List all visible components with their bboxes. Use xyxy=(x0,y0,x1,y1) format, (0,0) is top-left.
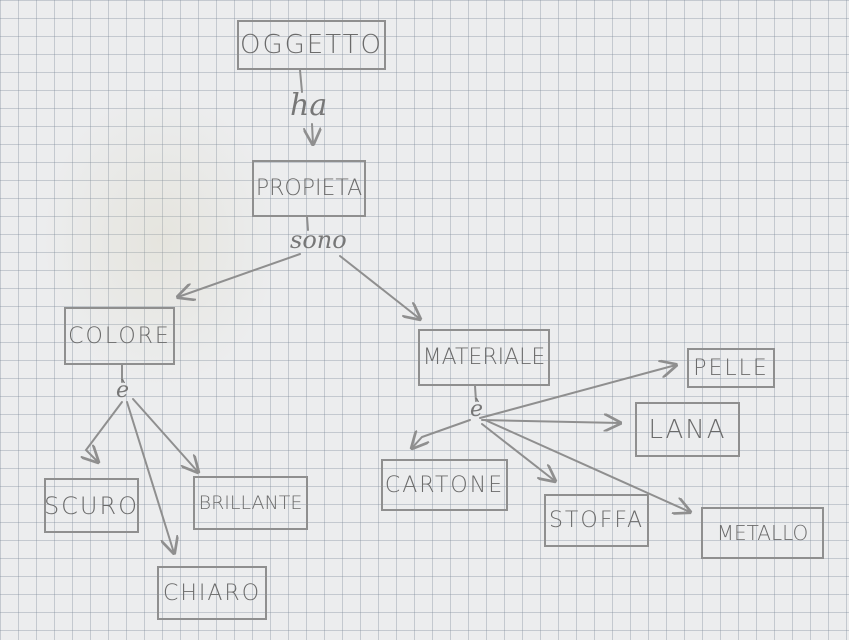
node-propieta: PROPIETA xyxy=(252,160,366,217)
node-colore: COLORE xyxy=(64,307,175,365)
link-label-e-materiale: è xyxy=(470,397,484,422)
node-stoffa: STOFFA xyxy=(544,494,649,547)
node-brillante: BRILLANTE xyxy=(193,476,308,530)
edge-propieta-sono xyxy=(306,216,309,231)
node-scuro: SCURO xyxy=(44,478,139,533)
edge-e-cartone xyxy=(412,419,471,448)
node-pelle: PELLE xyxy=(687,348,775,388)
edge-ha-propieta xyxy=(312,123,313,144)
edge-e-pelle xyxy=(479,365,676,419)
edge-e-stoffa xyxy=(481,423,555,481)
edge-sono-colore xyxy=(178,253,301,297)
node-chiaro: CHIARO xyxy=(157,566,267,620)
node-lana: LANA xyxy=(635,402,740,457)
edge-e-metallo xyxy=(484,419,690,512)
link-label-e-colore: è xyxy=(116,378,130,403)
link-label-ha: ha xyxy=(290,88,328,123)
node-materiale: MATERIALE xyxy=(418,329,550,386)
node-cartone: CARTONE xyxy=(381,459,508,511)
edge-oggetto-ha xyxy=(299,69,303,93)
node-metallo: METALLO xyxy=(701,507,824,559)
edge-materiale-e xyxy=(474,385,477,402)
edge-e-scuro xyxy=(86,401,123,462)
node-oggetto: OGGETTO xyxy=(237,20,386,70)
edge-e-brillante xyxy=(132,398,198,472)
edge-e-chiaro xyxy=(126,401,174,553)
edge-e-lana xyxy=(481,420,620,423)
link-label-sono: sono xyxy=(290,226,347,254)
paper-stain xyxy=(40,90,280,390)
edge-sono-materiale xyxy=(339,255,420,319)
